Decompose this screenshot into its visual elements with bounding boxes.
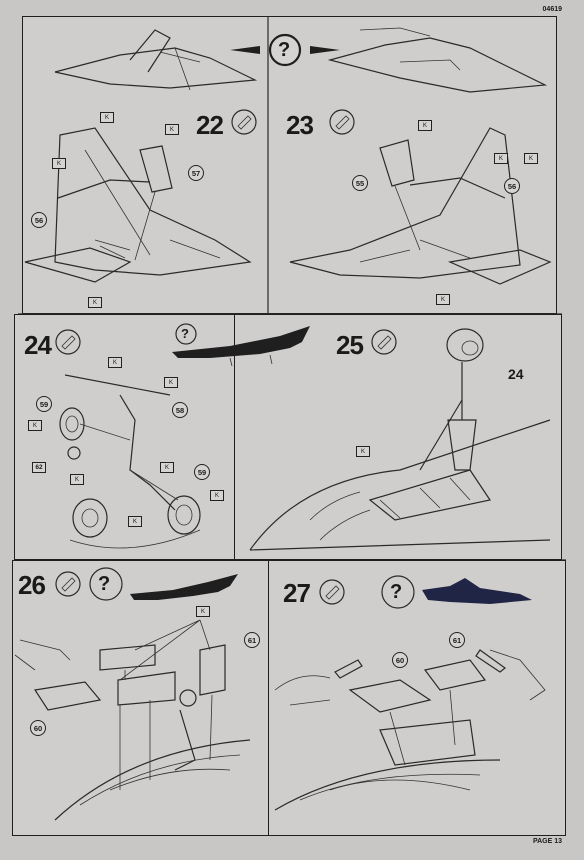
part-callout: 58 xyxy=(172,402,188,418)
panel-step-26 xyxy=(12,560,268,836)
part-callout: 59 xyxy=(36,396,52,412)
part-callout: 56 xyxy=(31,212,47,228)
glue-marker: K xyxy=(436,294,450,305)
question-icon: ? xyxy=(278,39,291,61)
step-number: 25 xyxy=(336,330,364,360)
glue-marker: K xyxy=(52,158,66,169)
tail-fin-assembly-23 xyxy=(289,127,552,285)
glue-marker: K xyxy=(210,490,224,501)
glue-marker: K xyxy=(128,516,142,527)
question-icon: ? xyxy=(390,581,403,603)
question-circle-icon xyxy=(381,575,415,609)
paint-icon xyxy=(319,579,345,605)
question-circle-icon xyxy=(89,567,123,601)
glue-marker: K xyxy=(356,446,370,457)
page-number: PAGE 13 xyxy=(532,838,562,845)
tail-fin-assembly-22 xyxy=(24,127,252,283)
paint-icon xyxy=(55,571,81,597)
glue-marker: K xyxy=(160,462,174,473)
question-icon: ? xyxy=(181,326,189,341)
part-callout: 59 xyxy=(194,464,210,480)
step-number: 26 xyxy=(18,570,46,600)
step-number: 23 xyxy=(286,110,314,140)
aircraft-silhouette xyxy=(422,578,532,604)
question-circle-icon xyxy=(175,323,197,345)
glue-marker: K xyxy=(196,606,210,617)
glue-marker: K xyxy=(28,420,42,431)
glue-marker: K xyxy=(524,153,538,164)
document-code: 04619 xyxy=(542,6,562,13)
part-callout: 60 xyxy=(30,720,46,736)
glue-marker: K xyxy=(70,474,84,485)
part-callout: 55 xyxy=(352,175,368,191)
part-callout: 61 xyxy=(244,632,260,648)
glue-marker: K xyxy=(108,357,122,368)
glue-marker: K xyxy=(418,120,432,131)
question-icon: ? xyxy=(98,573,111,595)
part-box: 62 xyxy=(32,462,46,473)
glue-marker: K xyxy=(100,112,114,123)
aircraft-silhouette xyxy=(130,574,238,600)
panel-steps-22-23 xyxy=(22,16,557,314)
step-number: 24 xyxy=(24,330,52,360)
part-callout: 61 xyxy=(449,632,465,648)
paint-icon xyxy=(329,109,355,135)
banner-question-symbol xyxy=(230,33,340,67)
aircraft-silhouette xyxy=(172,326,310,367)
glue-icon xyxy=(231,109,257,135)
glue-marker: K xyxy=(164,377,178,388)
part-callout: 60 xyxy=(392,652,408,668)
part-callout: 57 xyxy=(188,165,204,181)
glue-marker: K xyxy=(165,124,179,135)
step-number: 27 xyxy=(283,578,311,608)
part-callout: 56 xyxy=(504,178,520,194)
glue-marker: K xyxy=(88,297,102,308)
paint-icon xyxy=(371,329,397,355)
glue-marker: K xyxy=(494,153,508,164)
aircraft-sketch-top-left xyxy=(54,27,548,93)
part-label: 24 xyxy=(508,366,524,382)
step-number: 22 xyxy=(196,110,224,140)
glue-icon xyxy=(55,329,81,355)
